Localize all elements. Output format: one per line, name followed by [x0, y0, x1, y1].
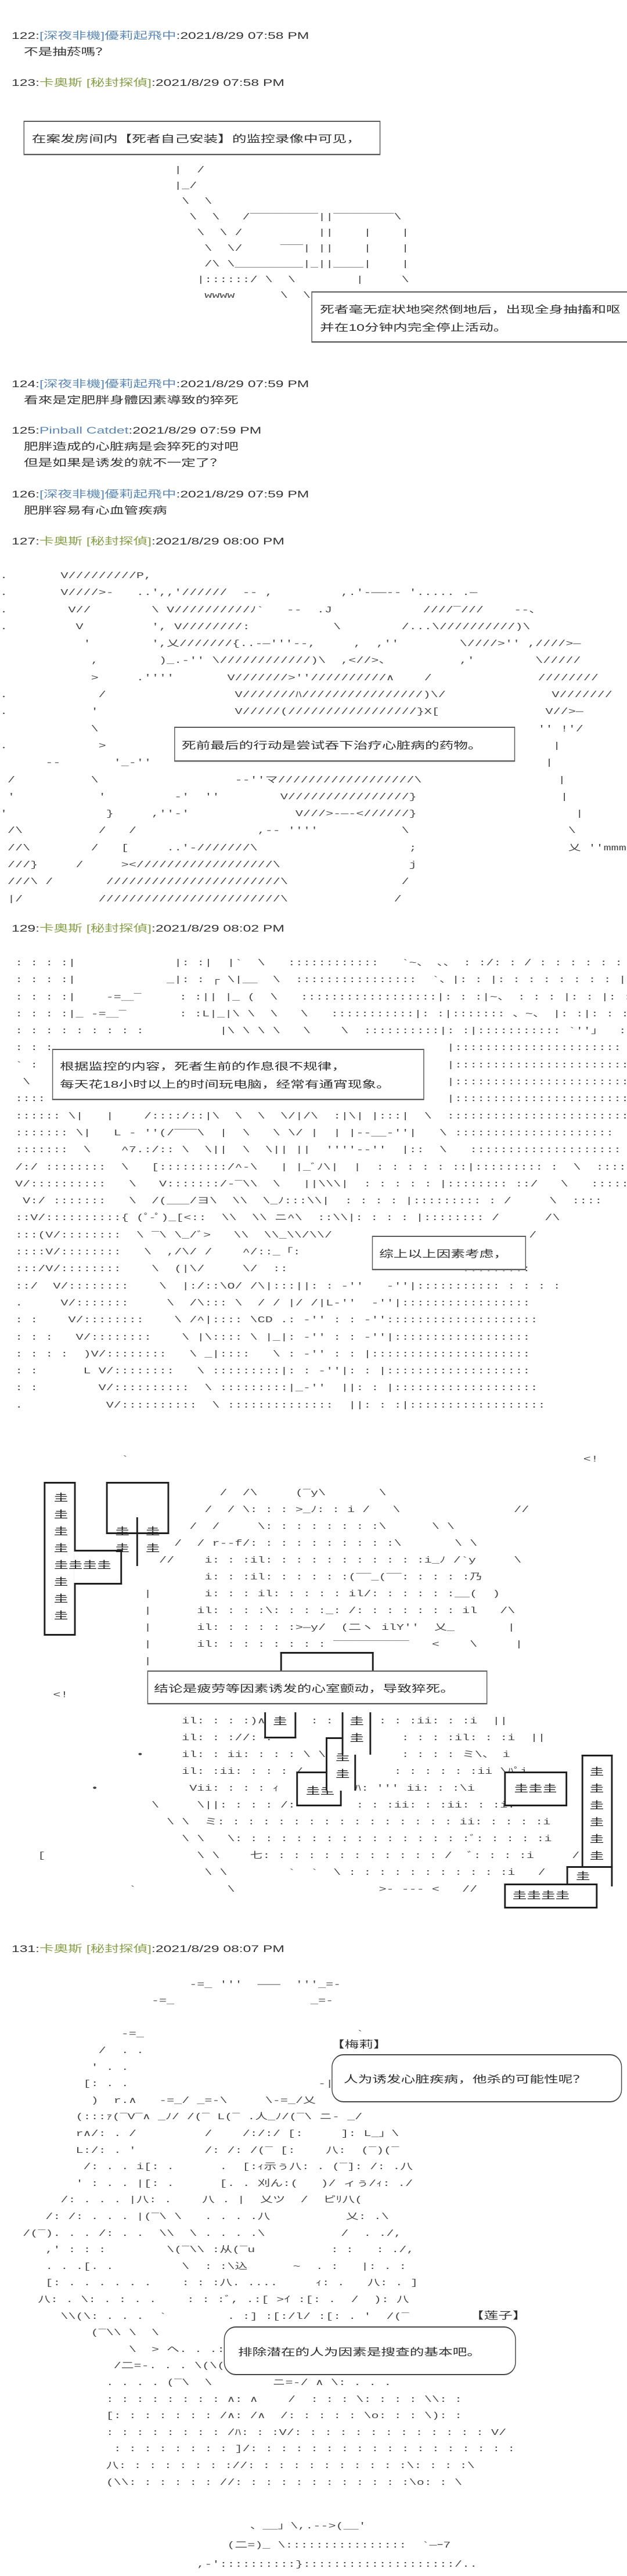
poster-name: 卡奧斯 [秘封探偵] [39, 77, 152, 88]
post-127: 127:卡奧斯 [秘封探偵]:2021/8/29 08:00 PM [12, 533, 284, 550]
post-timestamp: :2021/8/29 07:58 PM [152, 77, 284, 88]
gui-block-right-box: 圭圭圭 [503, 1772, 567, 1806]
speech-bubble-maribel: 人为诱发心脏疾病，他杀的可能性呢？ [331, 2054, 622, 2102]
post-number: 122: [12, 30, 39, 41]
ascii-art-pills: . V/////////P, . V////>- ..',,'////// --… [0, 571, 627, 904]
post-129: 129:卡奧斯 [秘封探偵]:2021/8/29 08:02 PM [12, 921, 284, 937]
post-number: 125: [12, 425, 39, 436]
gui-block-right-bar: 圭 圭 圭 圭 圭 圭 [581, 1755, 612, 1868]
speech-text: 排除潜在的人为因素是搜查的基本吧。 [237, 2346, 481, 2358]
poster-name: 卡奧斯 [秘封探偵] [39, 923, 152, 934]
caption-box-considering: 综上以上因素考虑， [372, 1236, 527, 1270]
post-124: 124:[深夜非機]優莉起飛中:2021/8/29 07:59 PM 看來是定肥… [12, 376, 309, 409]
caption-box-lifestyle: 根据监控的内容，死者生前的作息很不规律， 每天花18小时以上的时间玩电脑，经常有… [52, 1049, 424, 1100]
post-timestamp: :2021/8/29 08:00 PM [152, 536, 284, 547]
post-number: 126: [12, 489, 39, 500]
post-header: 129:卡奧斯 [秘封探偵]:2021/8/29 08:02 PM [12, 921, 284, 937]
caption-box-symptoms: 死者毫无症状地突然倒地后，出现全身抽搐和呕 并在10分钟内完全停止活动。 [311, 291, 627, 342]
post-number: 123: [12, 77, 39, 88]
poster-name: 卡奧斯 [秘封探偵] [39, 536, 152, 547]
post-timestamp: :2021/8/29 07:59 PM [176, 489, 309, 500]
post-125: 125:Pinball Catdet:2021/8/29 07:59 PM 肥胖… [12, 423, 261, 471]
ascii-art-duo: -=_ ''' ――― '''_=- -=_ _=- -=_ ` / . . '… [23, 1979, 516, 2488]
post-header: 122:[深夜非機]優莉起飛中:2021/8/29 07:58 PM [12, 28, 309, 44]
post-number: 127: [12, 536, 39, 547]
poster-name: Pinball Catdet [39, 425, 129, 436]
post-body-line: 但是如果是诱发的就不一定了？ [24, 457, 225, 468]
post-123: 123:卡奧斯 [秘封探偵]:2021/8/29 07:58 PM [12, 75, 284, 91]
ascii-art-duo-feet: 、__」\,.-->(__' (二=)_ \:::::::::::::::: `… [197, 2521, 478, 2570]
post-timestamp: :2021/8/29 07:59 PM [128, 425, 262, 436]
gui-block-right-step: 圭 [566, 1866, 612, 1886]
post-122: 122:[深夜非機]優莉起飛中:2021/8/29 07:58 PM 不是抽菸嗎… [12, 28, 309, 60]
post-header: 124:[深夜非機]優莉起飛中:2021/8/29 07:59 PM [12, 376, 309, 392]
gui-block-left-arm [73, 1550, 122, 1585]
post-body-line: 肥胖造成的心脏病是会猝死的对吧 [24, 441, 239, 452]
poster-name: [深夜非機]優莉起飛中 [39, 489, 176, 500]
post-timestamp: :2021/8/29 07:58 PM [176, 30, 309, 41]
speaker-label-renko: 【莲子】 [469, 2310, 527, 2321]
post-timestamp: :2021/8/29 07:59 PM [176, 378, 309, 389]
speech-text: 人为诱发心脏疾病，他杀的可能性呢？ [344, 2074, 588, 2085]
speaker-label-maribel: 【梅莉】 [330, 2039, 388, 2050]
ascii-art-conclusion-bottom: il: : : :)∧ : : : : : :ii: : :i || il: :… [38, 1716, 580, 1895]
post-timestamp: :2021/8/29 08:02 PM [152, 923, 284, 934]
post-timestamp: :2021/8/29 08:07 PM [152, 1943, 284, 1954]
post-number: 129: [12, 923, 39, 934]
post-body-line: 看來是定肥胖身體因素導致的猝死 [24, 395, 239, 406]
gui-pair: 圭 圭 圭 圭 [108, 1517, 167, 1566]
post-header: 123:卡奧斯 [秘封探偵]:2021/8/29 07:58 PM [12, 75, 284, 91]
caption-text: 结论是疲劳等因素诱发的心室颤动，导致猝死。 [154, 1683, 455, 1694]
gui-block-mid-cap: 圭 [264, 1712, 296, 1738]
gui-block-mid-step1: 圭 圭 [342, 1712, 372, 1755]
caption-box-surveillance: 在案发房间内【死者自己安装】的监控录像中可见， [24, 121, 381, 155]
caption-text: 在案发房间内【死者自己安装】的监控录像中可见， [31, 134, 361, 145]
post-number: 131: [12, 1943, 39, 1954]
caption-box-conclusion: 结论是疲劳等因素诱发的心室颤动，导致猝死。 [146, 1671, 488, 1704]
gui-block-mid-top [280, 1652, 374, 1672]
gui-block-left-pair: 圭 圭 圭 圭 [106, 1482, 169, 1566]
poster-name: 卡奧斯 [秘封探偵] [39, 1943, 152, 1954]
speech-bubble-renko: 排除潜在的人为因素是搜查的基本吧。 [224, 2326, 516, 2375]
ascii-art-conclusion-top: ` <! / /\ (‾y\ \ / / \: : : >_ﾉ: : i / \… [53, 1455, 599, 1700]
caption-line: 根据监控的内容，死者生前的作息很不规律， [60, 1061, 346, 1072]
gui-block-right-bottom: 圭圭圭圭 [503, 1884, 598, 1908]
post-header: 125:Pinball Catdet:2021/8/29 07:59 PM [12, 423, 261, 439]
post-number: 124: [12, 378, 39, 389]
poster-name: [深夜非機]優莉起飛中 [39, 378, 176, 389]
ascii-art-room: : : : :| |: :| |` \ :::::::::::: `~、 、、 … [15, 958, 627, 1410]
poster-name: [深夜非機]優莉起飛中 [39, 30, 176, 41]
caption-box-last-action: 死前最后的行动是尝试吞下治疗心脏病的药物。 [174, 727, 515, 762]
caption-text: 综上以上因素考虑， [379, 1249, 508, 1260]
caption-text: 死前最后的行动是尝试吞下治疗心脏病的药物。 [181, 739, 482, 751]
post-header: 131:卡奧斯 [秘封探偵]:2021/8/29 08:07 PM [12, 1941, 284, 1957]
gui-block-left-row: 圭圭圭圭 [54, 1559, 111, 1571]
gui-pair-column: 圭 圭 [115, 1525, 129, 1554]
post-header: 126:[深夜非機]優莉起飛中:2021/8/29 07:59 PM [12, 486, 309, 503]
gui-pair-column: 圭 圭 [136, 1517, 167, 1566]
caption-line: 每天花18小时以上的时间玩电脑，经常有通宵现象。 [60, 1079, 391, 1090]
post-126: 126:[深夜非機]優莉起飛中:2021/8/29 07:59 PM 肥胖容易有… [12, 486, 309, 519]
caption-line: 并在10分钟内完全停止活动。 [320, 322, 508, 333]
post-header: 127:卡奧斯 [秘封探偵]:2021/8/29 08:00 PM [12, 533, 284, 550]
caption-line: 死者毫无症状地突然倒地后，出现全身抽搐和呕 [320, 304, 621, 315]
post-131: 131:卡奧斯 [秘封探偵]:2021/8/29 08:07 PM [12, 1941, 284, 1957]
post-body-line: 肥胖容易有心血管疾病 [24, 505, 167, 516]
ascii-art-collapse: | / |_/ \ \ \ \ /‾‾‾‾‾‾‾‾‾||‾‾‾‾‾‾‾‾\ \ … [174, 165, 417, 301]
post-body-line: 不是抽菸嗎？ [24, 46, 110, 57]
